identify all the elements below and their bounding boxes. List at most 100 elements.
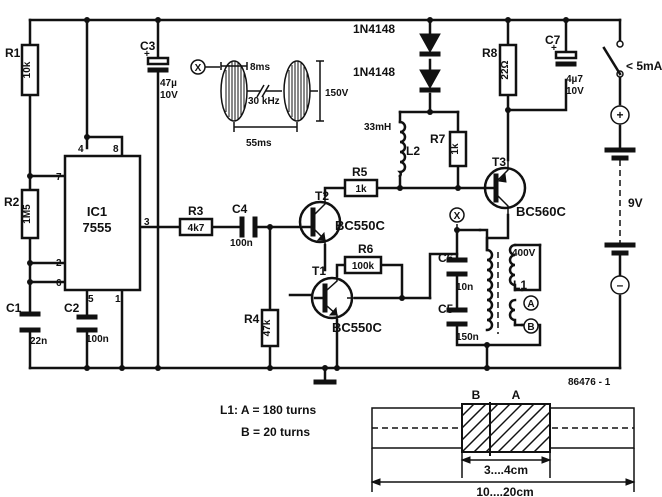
svg-text:R7: R7 xyxy=(430,132,446,146)
resistor-r7: 1k R7 xyxy=(430,130,468,168)
transistor-t3: T3 BC560C xyxy=(483,155,566,219)
winding-note: L1: A = 180 turns B = 20 turns xyxy=(220,403,316,439)
svg-text:100n: 100n xyxy=(230,238,253,249)
diode-d1: 1N4148 xyxy=(353,22,441,57)
diode-d2: 1N4148 xyxy=(353,65,441,93)
svg-text:1N4148: 1N4148 xyxy=(353,22,395,36)
svg-text:55ms: 55ms xyxy=(246,138,272,149)
capacitor-c7: + C7 4µ7 10V xyxy=(545,33,584,97)
svg-text:C5: C5 xyxy=(438,302,454,316)
probe-x-marker: X xyxy=(449,207,465,230)
svg-text:10V: 10V xyxy=(160,90,178,101)
transformer-l1: L1 400V A B xyxy=(478,228,542,334)
svg-text:7: 7 xyxy=(56,172,62,183)
svg-text:33mH: 33mH xyxy=(364,122,391,133)
svg-text:R4: R4 xyxy=(244,312,260,326)
svg-text:X: X xyxy=(195,63,202,74)
wiring xyxy=(28,18,622,382)
svg-text:10V: 10V xyxy=(566,86,584,97)
inductor-l2: L2 33mH xyxy=(364,120,420,178)
svg-text:30 kHz: 30 kHz xyxy=(248,96,280,107)
svg-text:1k: 1k xyxy=(355,184,367,195)
svg-text:47k: 47k xyxy=(262,319,273,336)
svg-text:1k: 1k xyxy=(450,143,461,155)
svg-text:C1: C1 xyxy=(6,301,22,315)
svg-text:R3: R3 xyxy=(188,204,204,218)
resistor-r8: 22Ω R8 xyxy=(482,43,518,97)
svg-text:3....4cm: 3....4cm xyxy=(484,463,528,477)
ferrite-rod-diagram: B A 3....4cm 10....20cm xyxy=(370,388,636,497)
svg-text:A: A xyxy=(527,299,534,310)
drawing-number: 86476 - 1 xyxy=(568,377,611,388)
junction-dots xyxy=(27,17,569,371)
svg-text:B: B xyxy=(472,388,481,402)
svg-text:A: A xyxy=(512,388,521,402)
svg-text:R5: R5 xyxy=(352,165,368,179)
svg-text:BC550C: BC550C xyxy=(332,320,382,335)
resistor-r6: 100k R6 xyxy=(343,242,383,275)
svg-text:T2: T2 xyxy=(315,189,329,203)
svg-text:+: + xyxy=(144,49,150,60)
capacitor-c3: + C3 47µ 10V xyxy=(140,39,178,101)
svg-text:7555: 7555 xyxy=(83,220,112,235)
svg-text:C3: C3 xyxy=(140,39,156,53)
svg-text:R1: R1 xyxy=(5,46,21,60)
svg-text:L1: A = 180 turns: L1: A = 180 turns xyxy=(220,403,316,417)
svg-text:B: B xyxy=(527,322,534,333)
svg-text:100k: 100k xyxy=(352,261,375,272)
svg-text:5: 5 xyxy=(88,294,94,305)
resistor-r3: 4k7 R3 xyxy=(178,204,214,237)
ground-symbol xyxy=(313,379,337,385)
svg-text:1M5: 1M5 xyxy=(22,204,33,224)
svg-text:IC1: IC1 xyxy=(87,204,107,219)
svg-text:150V: 150V xyxy=(325,88,349,99)
svg-text:9V: 9V xyxy=(628,196,643,210)
svg-text:C7: C7 xyxy=(545,33,561,47)
resistor-r4: 47k R4 xyxy=(244,308,280,348)
svg-text:X: X xyxy=(454,211,461,222)
svg-text:8: 8 xyxy=(113,144,119,155)
transistor-t2: T2 BC550C xyxy=(298,189,385,246)
svg-text:R8: R8 xyxy=(482,46,498,60)
svg-text:4k7: 4k7 xyxy=(188,223,205,234)
waveform-inset: X 8ms 30 kHz 55ms xyxy=(190,59,349,149)
svg-text:150n: 150n xyxy=(456,332,479,343)
svg-text:8ms: 8ms xyxy=(250,62,270,73)
svg-text:C6: C6 xyxy=(438,251,454,265)
svg-text:2: 2 xyxy=(56,258,62,269)
svg-text:1: 1 xyxy=(115,294,121,305)
capacitor-c4: C4 100n xyxy=(230,202,258,249)
capacitor-c1: C1 22n xyxy=(6,301,47,347)
power-switch: < 5mA xyxy=(602,40,662,78)
svg-text:L1: L1 xyxy=(513,278,527,292)
svg-text:T3: T3 xyxy=(492,155,506,169)
capacitor-c6: C6 10n xyxy=(438,251,473,293)
svg-text:10n: 10n xyxy=(456,282,473,293)
capacitor-c5: C5 150n xyxy=(438,302,479,343)
capacitor-c2: C2 100n xyxy=(64,301,109,345)
svg-text:4: 4 xyxy=(78,144,84,155)
svg-text:L2: L2 xyxy=(406,144,420,158)
svg-text:C2: C2 xyxy=(64,301,80,315)
svg-text:47µ: 47µ xyxy=(160,78,177,89)
svg-text:+: + xyxy=(616,108,623,122)
ic1-chip: IC1 7555 4 8 7 2 6 5 1 3 xyxy=(56,144,150,305)
battery-9v: + 9V – xyxy=(604,105,643,295)
svg-text:BC550C: BC550C xyxy=(335,218,385,233)
svg-text:C4: C4 xyxy=(232,202,248,216)
svg-text:10k: 10k xyxy=(22,61,33,78)
svg-text:400V: 400V xyxy=(512,248,536,259)
svg-text:T1: T1 xyxy=(312,264,326,278)
svg-text:10....20cm: 10....20cm xyxy=(476,485,533,497)
svg-text:22Ω: 22Ω xyxy=(500,60,511,79)
svg-text:BC560C: BC560C xyxy=(516,204,566,219)
svg-text:B = 20 turns: B = 20 turns xyxy=(241,425,310,439)
svg-text:6: 6 xyxy=(56,278,62,289)
svg-text:+: + xyxy=(551,43,557,54)
svg-text:R6: R6 xyxy=(358,242,374,256)
svg-text:< 5mA: < 5mA xyxy=(626,59,662,73)
svg-text:22n: 22n xyxy=(30,336,47,347)
svg-text:–: – xyxy=(617,278,624,292)
